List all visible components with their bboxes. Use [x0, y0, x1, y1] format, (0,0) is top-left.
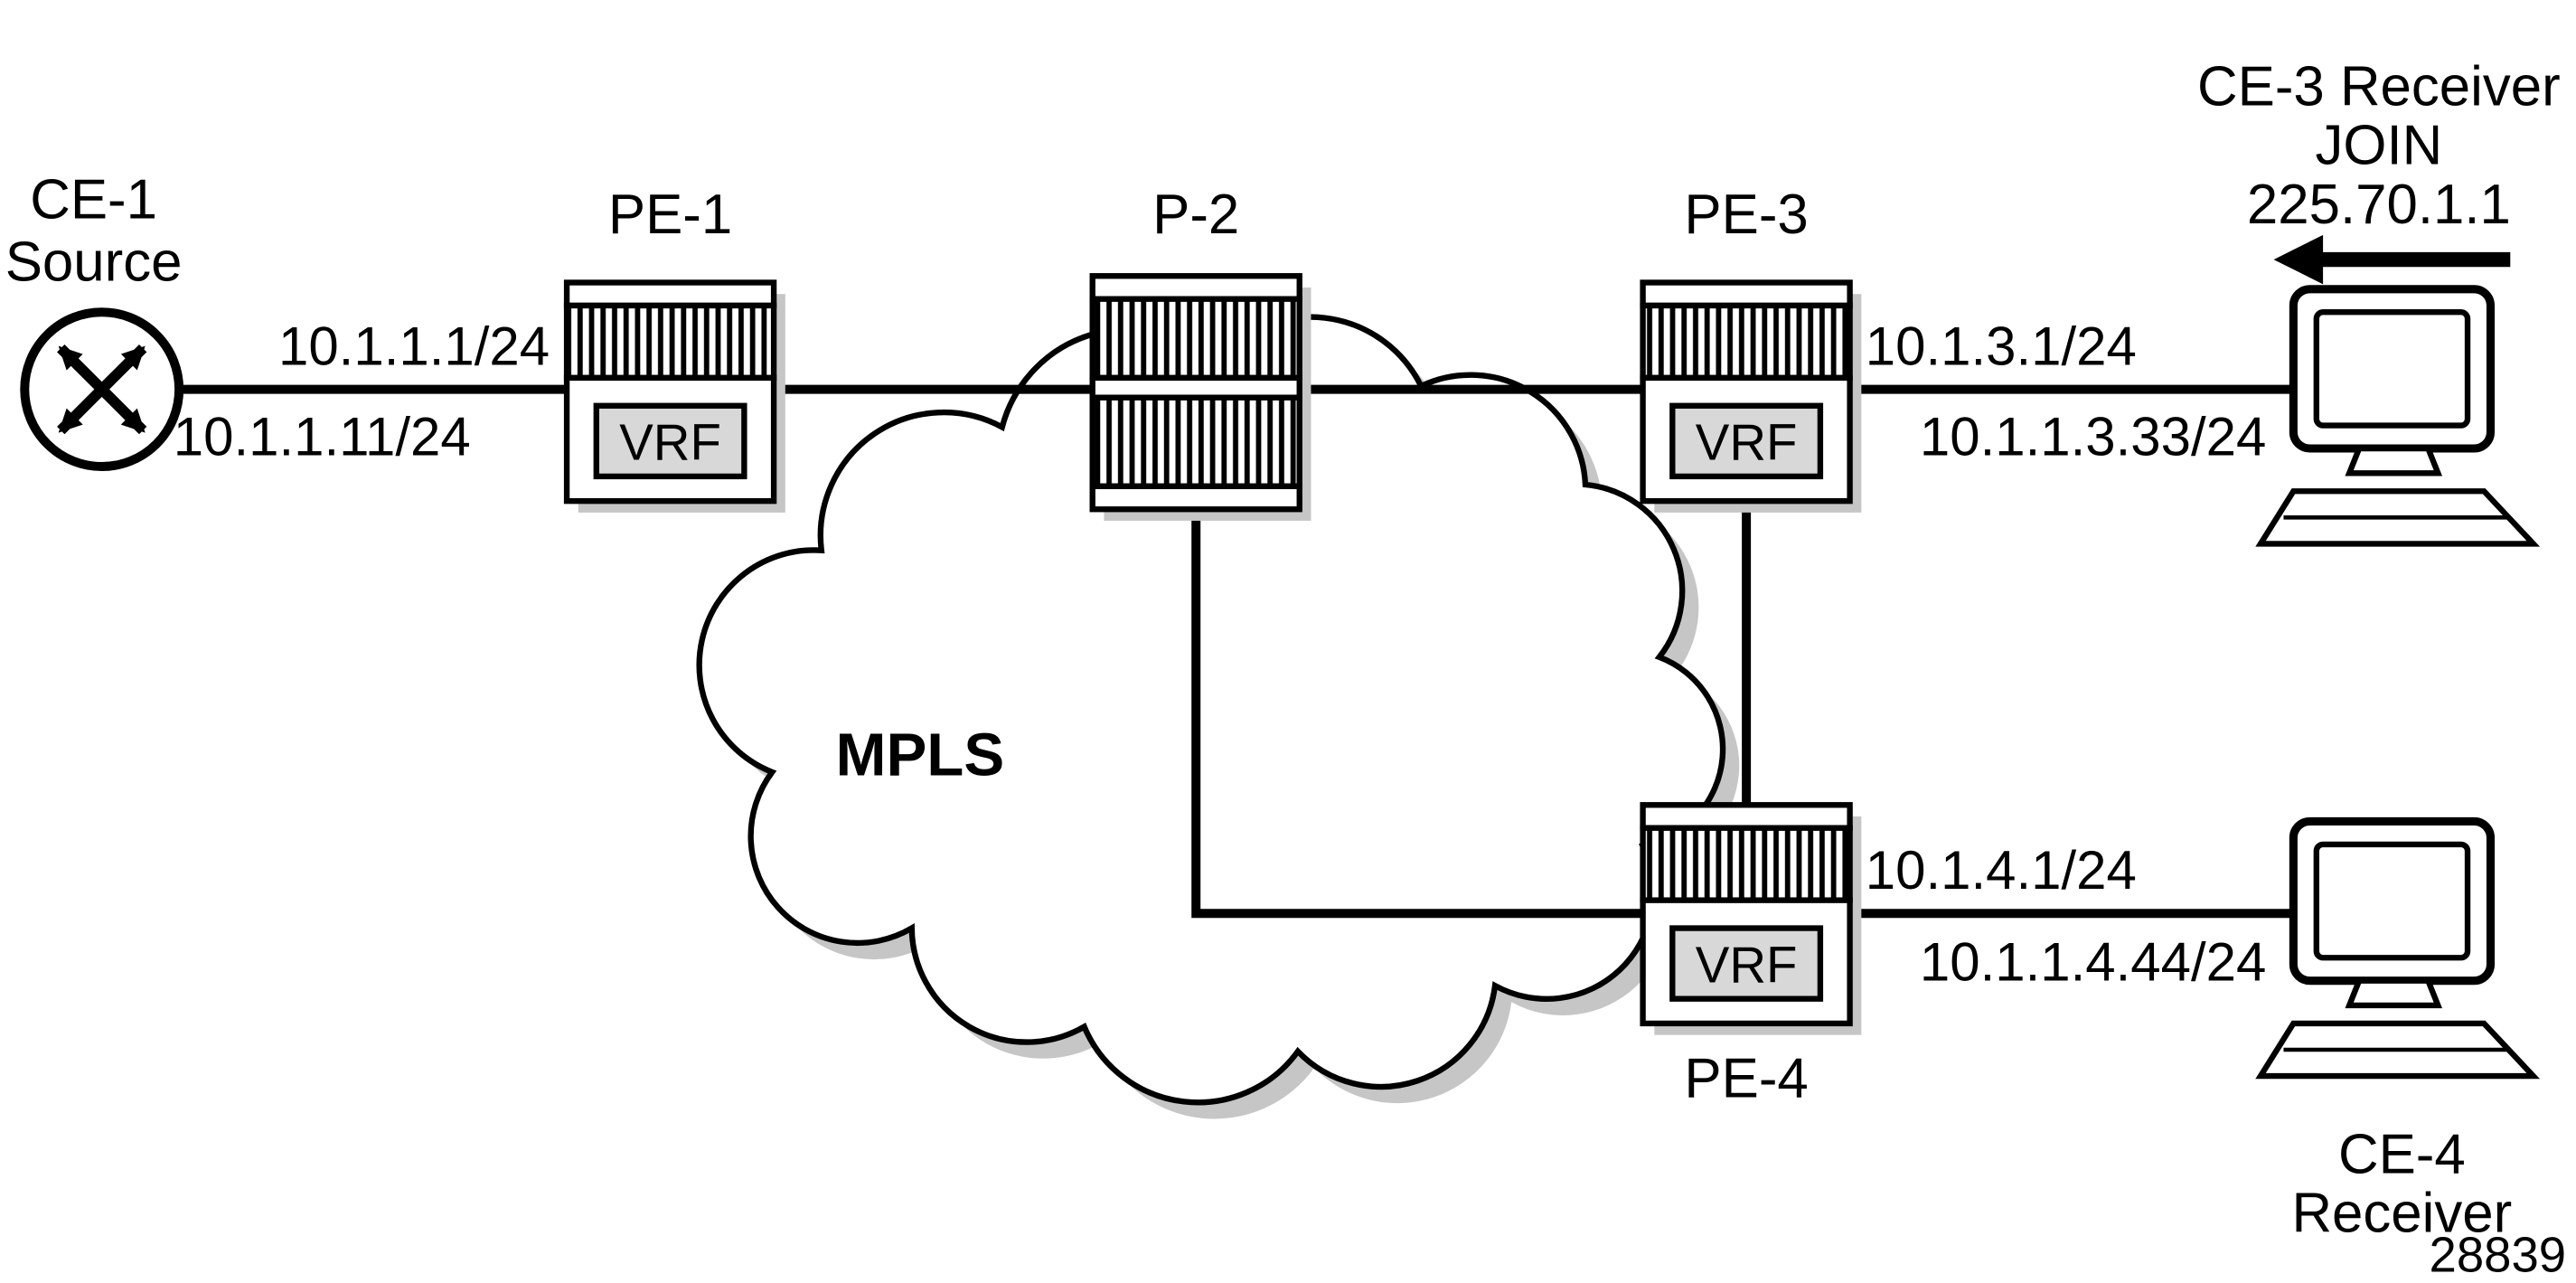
ce3-join-label: JOIN	[2316, 115, 2443, 177]
ce4-computer-icon	[2255, 816, 2541, 1080]
pe3-label: PE-3	[1684, 184, 1808, 246]
ce3-screen	[2313, 309, 2471, 429]
link-ce1-pe1-ip-pe-side: 10.1.1.1/24	[278, 316, 550, 376]
pe4-label: PE-4	[1684, 1048, 1808, 1110]
pe1-vrf-label: VRF	[619, 414, 721, 471]
ce1-sublabel: Source	[5, 231, 183, 294]
labels: CE-1 Source PE-1 P-2 PE-3 PE-4 10.1.1.1/…	[5, 55, 2566, 1282]
link-pe4-ce4-ip-pe-side: 10.1.4.1/24	[1866, 840, 2137, 901]
p2-label: P-2	[1152, 184, 1239, 246]
link-pe3-ce3-ip-pe-side: 10.1.3.1/24	[1866, 316, 2137, 376]
ce4-label: CE-4	[2338, 1123, 2466, 1185]
join-arrow-icon	[2273, 234, 2511, 285]
link-p2-pe4-ce4	[1191, 505, 2298, 919]
ce4-screen	[2313, 841, 2471, 961]
ce4-stand	[2345, 977, 2443, 1009]
pe4-vrf-label: VRF	[1696, 937, 1798, 994]
mpls-label: MPLS	[835, 722, 1004, 789]
pe3-router: VRF	[1640, 279, 1862, 513]
p2-striped-panel-bottom	[1089, 394, 1302, 489]
cloud-outline	[696, 314, 1726, 1106]
link-pe3-ce3-ip-ce-side: 10.1.1.3.33/24	[1920, 406, 2266, 467]
pe4-vrf-box	[1669, 925, 1824, 1002]
pe1-striped-panel	[563, 302, 777, 382]
link-pe4-ce4-ip-ce-side: 10.1.1.4.44/24	[1920, 932, 2266, 993]
pe4-router: VRF	[1640, 802, 1862, 1035]
pe4-striped-panel	[1640, 825, 1853, 903]
p2-striped-panel-top	[1089, 296, 1302, 382]
ce1-label: CE-1	[30, 169, 157, 231]
pe1-router: VRF	[563, 279, 785, 513]
ce1-router-icon	[20, 307, 184, 471]
pe1-label: PE-1	[608, 184, 732, 246]
mpls-cloud: MPLS	[696, 314, 1740, 1119]
ce4-sublabel: Receiver	[2291, 1183, 2512, 1245]
pe3-vrf-box	[1669, 402, 1824, 480]
p2-router	[1089, 273, 1312, 521]
pe1-vrf-box	[593, 402, 747, 480]
ce3-stand	[2345, 445, 2443, 476]
link-ce1-pe1-ip-ce-side: 10.1.1.11/24	[174, 406, 471, 467]
pe3-striped-panel	[1640, 302, 1853, 382]
ce3-group-label: 225.70.1.1	[2247, 174, 2511, 236]
figure-number: 28839	[2430, 1227, 2567, 1282]
ce3-title: CE-3 Receiver	[2197, 55, 2561, 118]
ce3-computer-icon	[2255, 285, 2541, 547]
pe3-vrf-label: VRF	[1696, 414, 1798, 471]
